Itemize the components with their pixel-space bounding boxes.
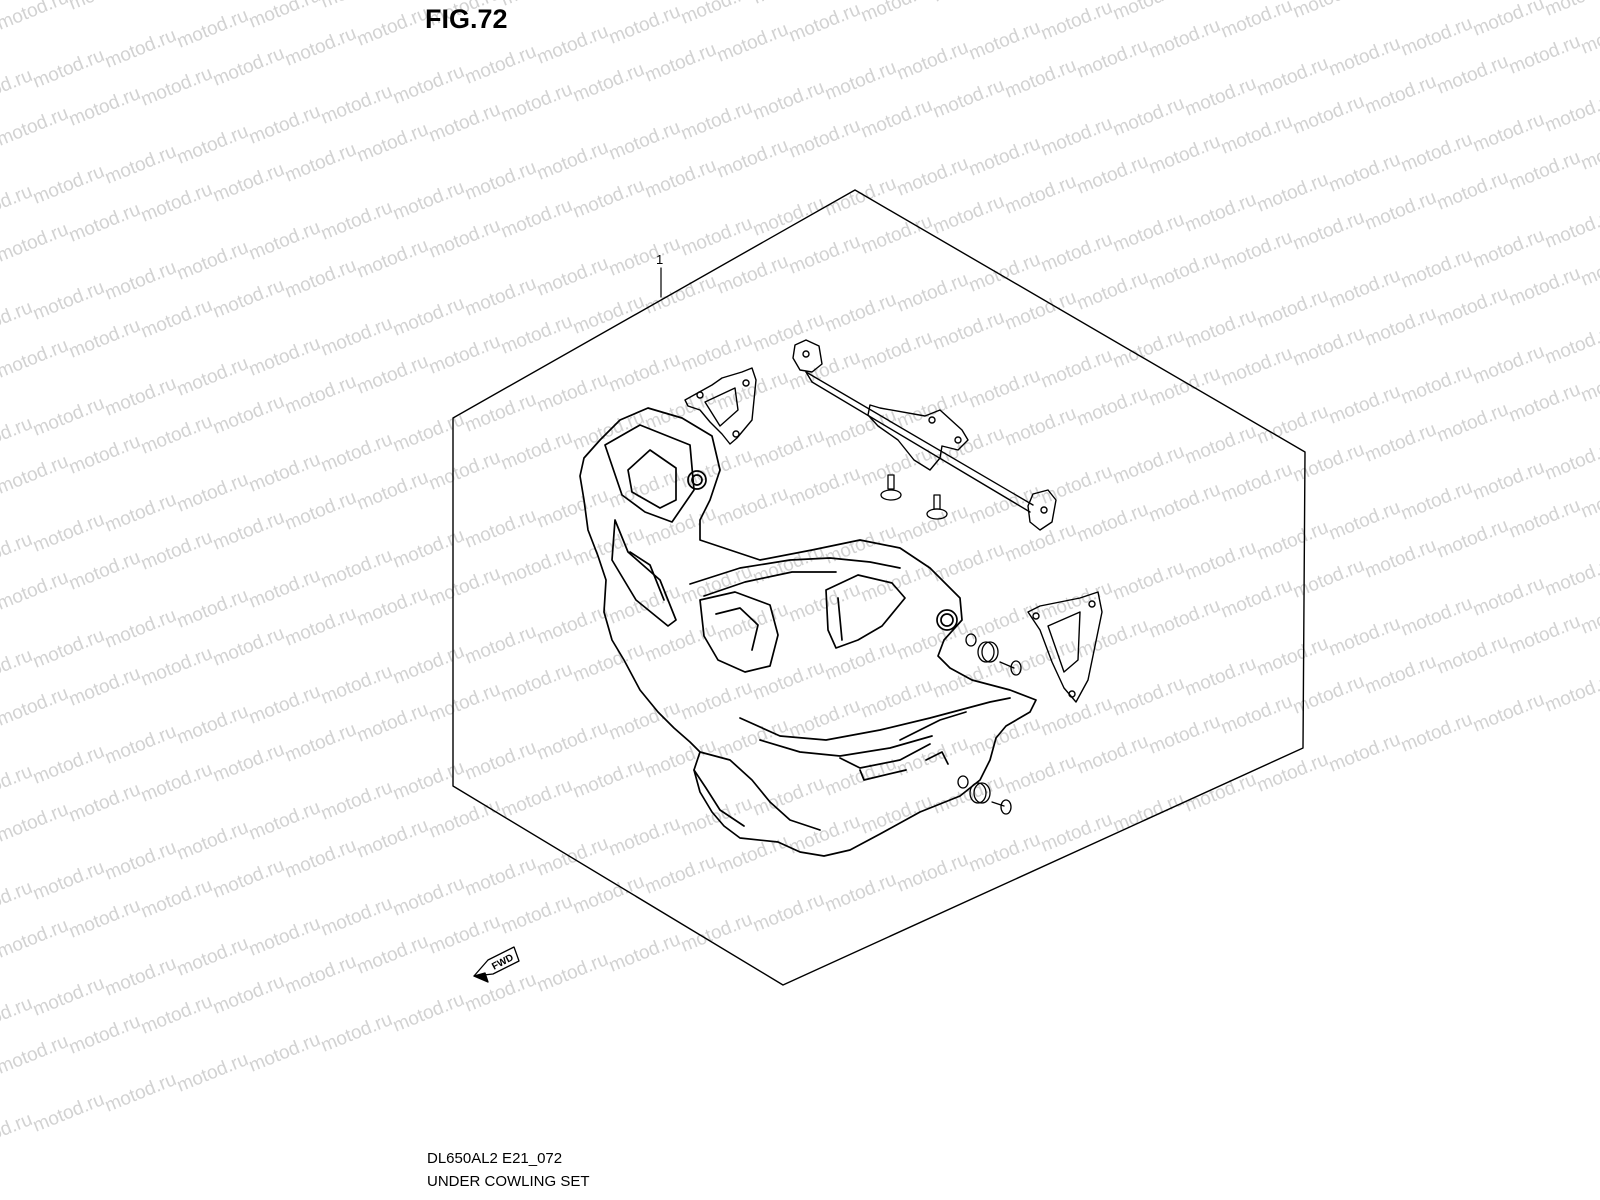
grommet-bolt-upper bbox=[965, 633, 1022, 676]
figure-name: UNDER COWLING SET bbox=[427, 1173, 590, 1190]
kit-boundary bbox=[755, 190, 1303, 1200]
callout-1-label: 1 bbox=[656, 252, 663, 267]
left-upper-bracket bbox=[684, 367, 757, 445]
figure-title: FIG.72 bbox=[425, 4, 508, 34]
kit-outline bbox=[452, 189, 1306, 986]
right-lower-bracket bbox=[1027, 591, 1103, 703]
under-cowling bbox=[579, 407, 1037, 857]
grommet-bolt-lower bbox=[957, 775, 1012, 815]
cross-bar-bracket bbox=[792, 339, 1057, 531]
figure-code: DL650AL2 E21_072 bbox=[427, 1150, 563, 1167]
screw-1 bbox=[880, 474, 902, 501]
kit-hexagon-outline bbox=[783, 190, 1305, 1200]
screw-2 bbox=[926, 494, 948, 520]
forward-arrow-icon bbox=[473, 946, 520, 977]
direction-marker: FWD bbox=[473, 946, 520, 983]
